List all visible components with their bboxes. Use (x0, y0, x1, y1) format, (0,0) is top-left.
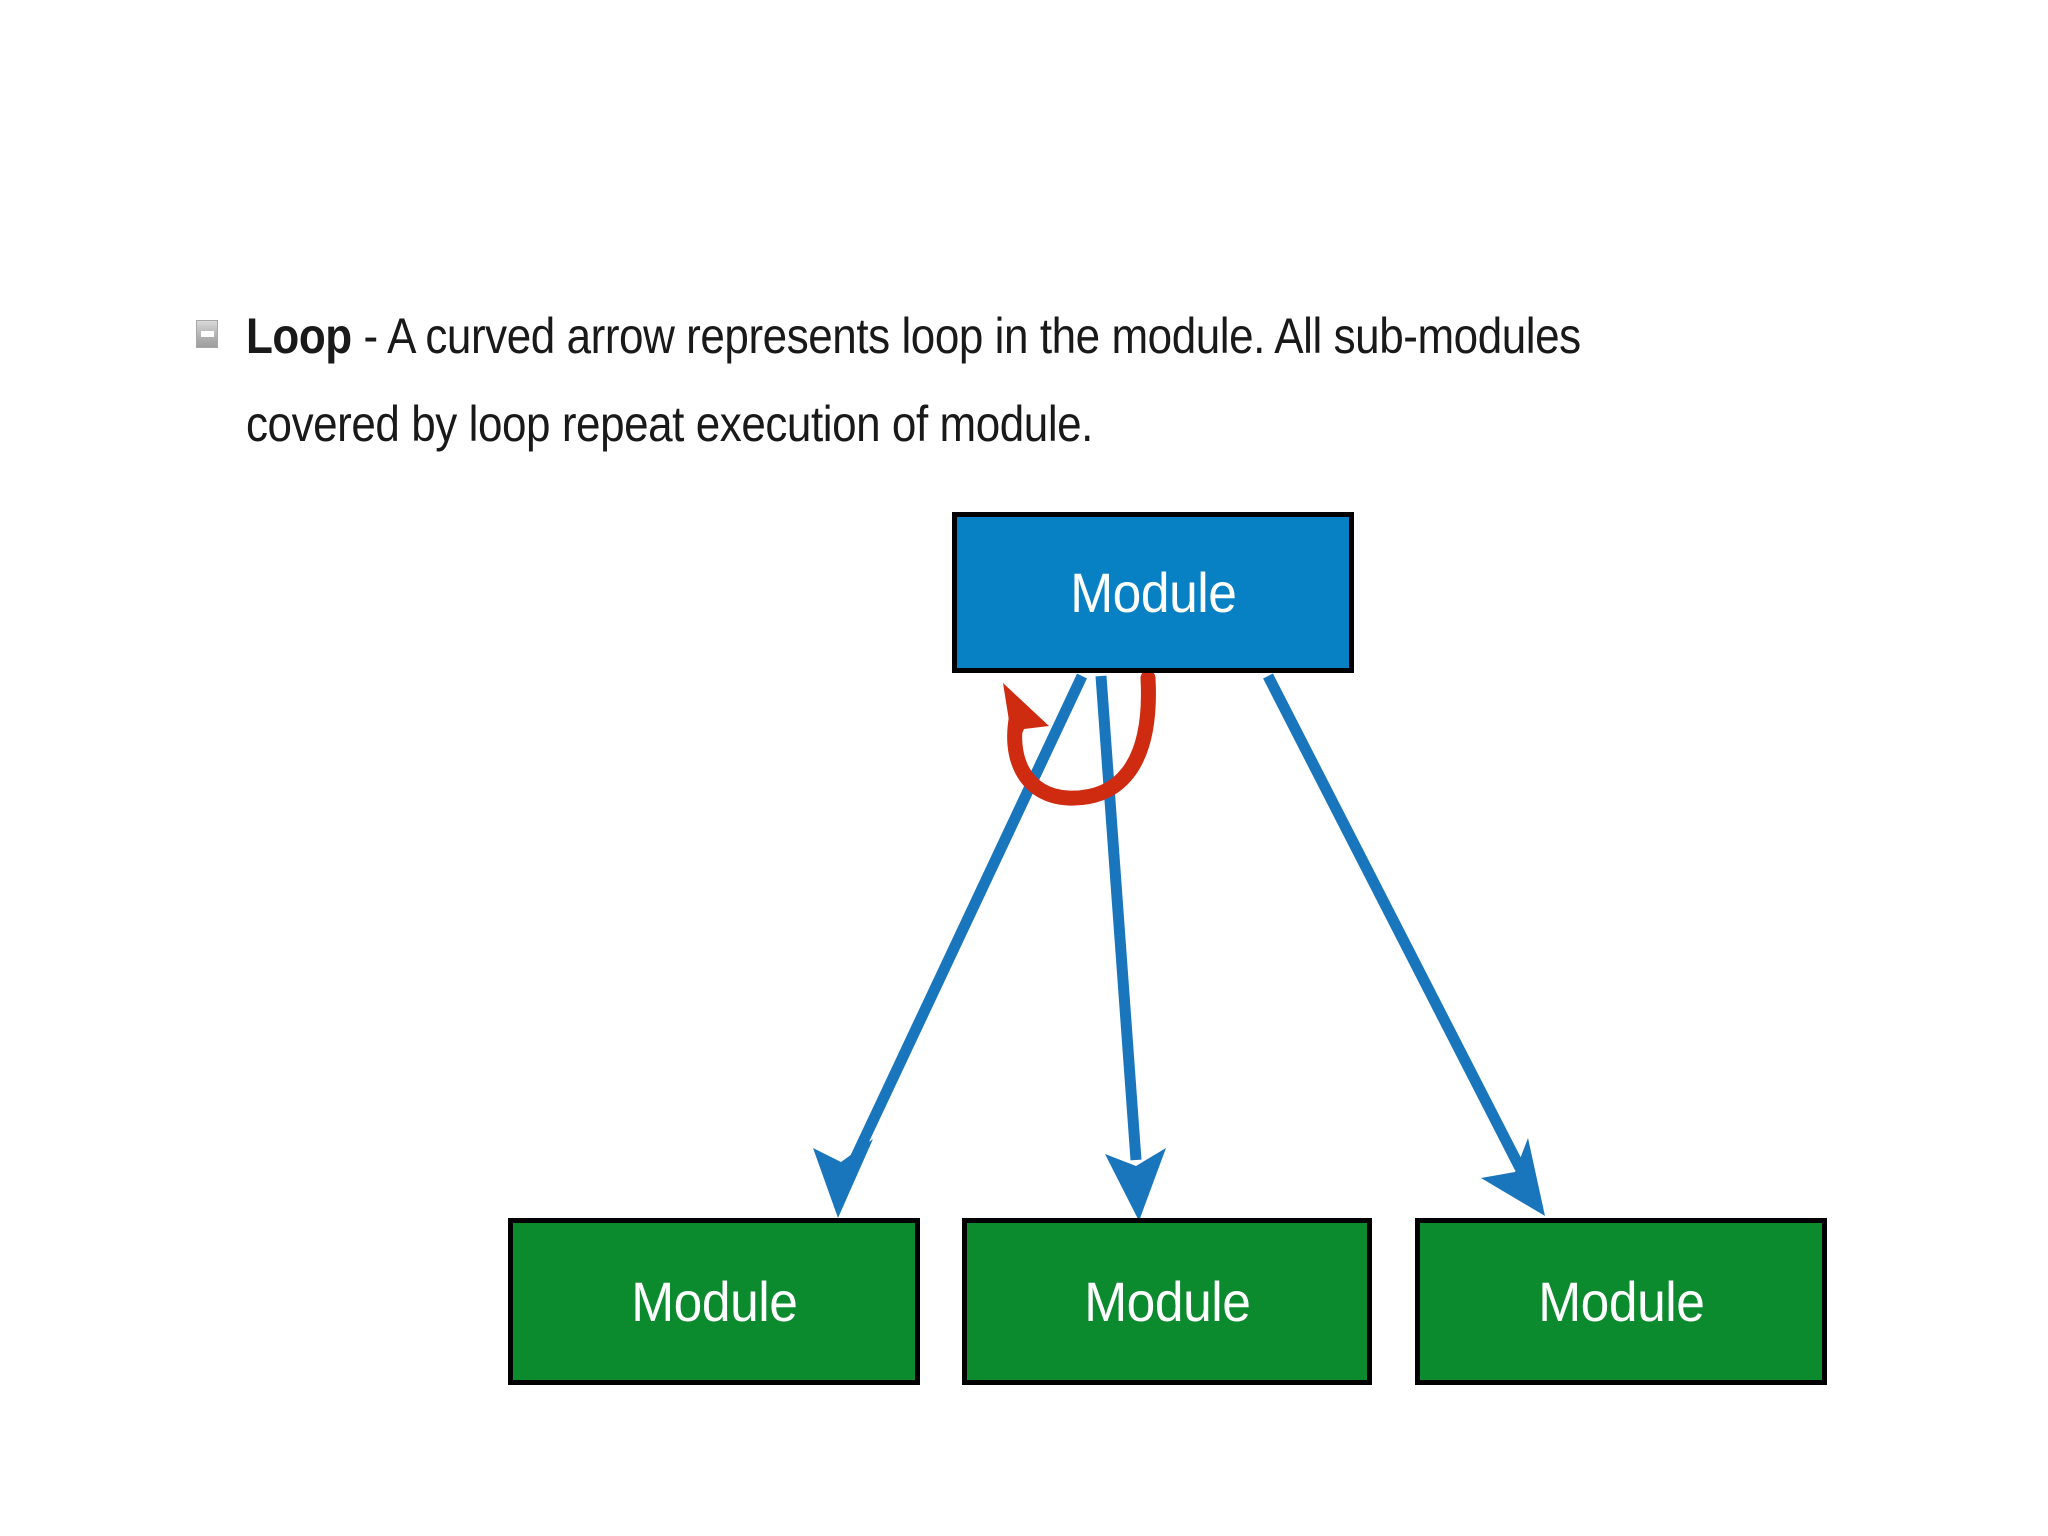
square-bullet-icon (196, 320, 218, 348)
module-node-child-3-label: Module (1537, 1269, 1705, 1333)
arrowhead-right-icon (1481, 1138, 1545, 1216)
loop-arrowhead-icon (1003, 683, 1049, 752)
bullet-body: - A curved arrow represents loop in the … (246, 308, 1581, 452)
connector-arrow-left (813, 673, 1087, 1218)
arrowhead-middle-icon (1105, 1148, 1166, 1221)
module-node-child-2[interactable]: Module (962, 1218, 1372, 1385)
module-node-root-label: Module (1069, 560, 1237, 624)
arrowhead-left-icon (813, 1139, 873, 1218)
connector-arrow-right (1263, 673, 1545, 1216)
module-node-child-1-label: Module (630, 1269, 798, 1333)
bullet-text: Loop - A curved arrow represents loop in… (246, 292, 1742, 468)
module-node-child-2-label: Module (1083, 1269, 1251, 1333)
module-node-root[interactable]: Module (952, 512, 1354, 673)
loop-curved-arrow (1003, 670, 1156, 806)
module-node-child-3[interactable]: Module (1415, 1218, 1827, 1385)
bullet-term: Loop (246, 308, 352, 364)
module-node-child-1[interactable]: Module (508, 1218, 920, 1385)
connector-arrow-middle (1095, 675, 1166, 1221)
